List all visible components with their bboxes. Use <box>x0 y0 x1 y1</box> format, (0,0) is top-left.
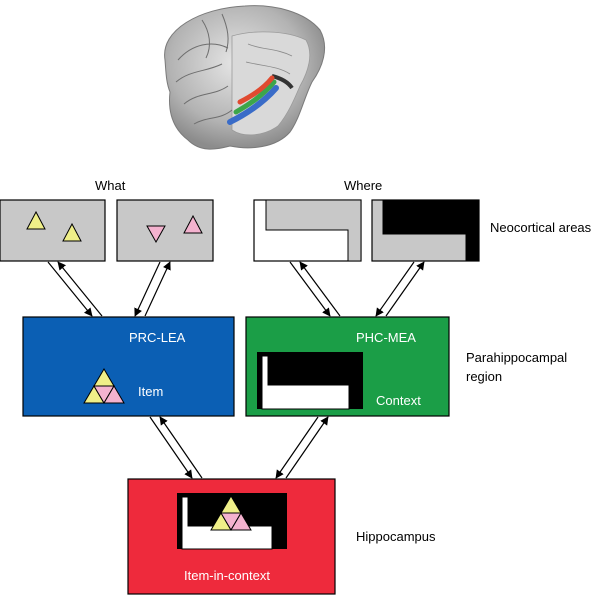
parahippocampal-region-label: region <box>466 369 502 384</box>
bidirectional-arrow-icon <box>47 261 425 317</box>
phc-mea-box: PHC-MEA Context <box>245 316 450 417</box>
phc-mea-label: PHC-MEA <box>356 330 416 345</box>
bidirectional-arrow-icon <box>149 416 329 479</box>
triangle-icon <box>183 214 203 234</box>
triangle-icon <box>62 222 82 242</box>
item-in-context-label: Item-in-context <box>184 568 270 583</box>
prc-lea-box: PRC-LEA Item <box>22 316 235 417</box>
where-box-2 <box>371 199 480 262</box>
neocortical-areas-label: Neocortical areas <box>490 220 592 235</box>
context-label: Context <box>376 393 421 408</box>
prc-lea-label: PRC-LEA <box>129 330 186 345</box>
where-box-1 <box>253 199 362 262</box>
where-label: Where <box>344 178 382 193</box>
item-label: Item <box>138 384 163 399</box>
parahippocampal-label: Parahippocampal <box>466 350 567 365</box>
item-in-context-triangle-cluster-icon <box>210 495 252 531</box>
brain-illustration <box>164 5 325 150</box>
triangle-icon <box>146 225 166 244</box>
context-shape-icon <box>257 352 363 410</box>
what-box-1 <box>0 199 106 262</box>
hippocampus-box: Item-in-context <box>127 478 336 595</box>
triangle-icon <box>26 210 46 230</box>
hippocampus-label: Hippocampus <box>356 529 436 544</box>
item-triangle-cluster-icon <box>83 368 125 404</box>
what-box-2 <box>116 199 214 262</box>
what-label: What <box>95 178 126 193</box>
